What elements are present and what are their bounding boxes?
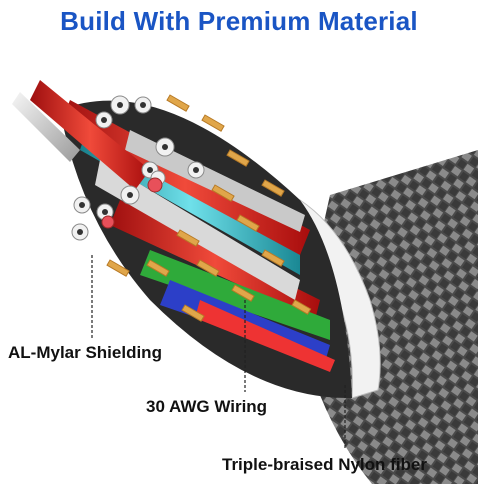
label-shielding: AL-Mylar Shielding <box>8 343 162 362</box>
wire-ends <box>71 95 205 241</box>
copper-conductors <box>106 94 312 322</box>
label-wiring: 30 AWG Wiring <box>146 397 268 416</box>
callout-lines <box>91 255 346 450</box>
page-title: Build With Premium Material <box>60 6 418 36</box>
label-fiber: Triple-braised Nylon fiber <box>222 455 427 474</box>
